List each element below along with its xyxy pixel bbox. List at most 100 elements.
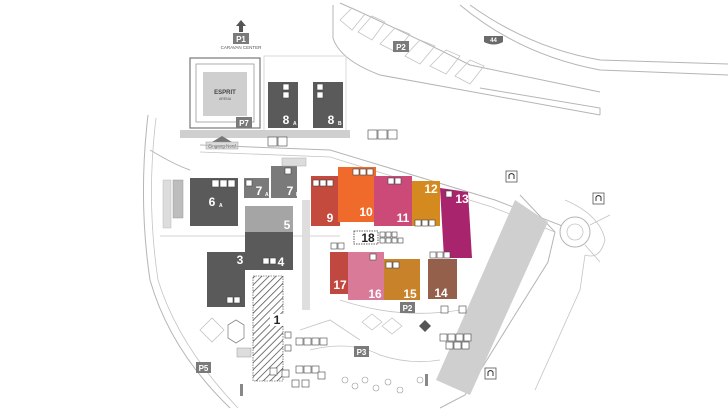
hall-7b-sub: B [296, 192, 300, 198]
bus-icon [319, 337, 328, 346]
wc-icon [330, 242, 338, 250]
info-icon [337, 242, 345, 250]
u-turn-sign [484, 367, 497, 380]
taxi-icon [391, 237, 398, 244]
annex-building [162, 179, 172, 229]
bus-icon [295, 337, 304, 346]
p2-top-label: P2 [396, 43, 406, 52]
restaurant-icon [421, 219, 429, 227]
parking-sign-p2-top[interactable]: P2 [393, 41, 409, 52]
hall-4-label: 4 [278, 255, 285, 269]
wc-icon [211, 179, 220, 188]
wc-icon [414, 219, 422, 227]
parking-sign-p7[interactable] [236, 117, 252, 128]
taxi-icon [303, 337, 312, 346]
hall-1[interactable]: 1 [252, 275, 284, 382]
hall-8b[interactable]: 8 B [313, 82, 343, 128]
annex-building [172, 179, 184, 219]
esprit-arena-name: ESPRIT [214, 90, 236, 96]
hall-1-label: 1 [274, 313, 281, 327]
hall-16[interactable]: 16 [348, 252, 384, 301]
hall-6a-label: 6 [209, 195, 216, 209]
hall-9-label: 9 [327, 211, 334, 225]
hall-12-label: 12 [424, 182, 438, 196]
info-icon [326, 179, 334, 187]
hall-6a[interactable]: 6 A [190, 178, 238, 226]
taxi-icon [455, 333, 464, 342]
hall-5-label: 5 [284, 218, 291, 232]
arrow-up-icon [236, 20, 246, 32]
hall-13[interactable]: 13 [440, 188, 472, 258]
u-turn-sign [592, 192, 605, 205]
wc-icon [277, 136, 288, 147]
p3-label: P3 [357, 348, 367, 357]
pedestrian-icon [240, 384, 243, 396]
hall-5[interactable]: 5 [245, 206, 293, 232]
info-sign [419, 320, 431, 332]
bus-icon [453, 341, 462, 350]
hall-14[interactable]: 14 [428, 251, 457, 300]
south-plaza [299, 313, 441, 363]
hall-9[interactable]: 9 [311, 176, 340, 226]
hall-3-label: 3 [237, 253, 244, 267]
p2-center-label: P2 [403, 304, 413, 313]
hall-7b[interactable]: 7 B [271, 166, 300, 198]
parking-icon [311, 337, 320, 346]
wc-icon [379, 231, 386, 238]
wc-icon [440, 305, 449, 314]
arena-area: ESPRIT ARENA P7 [189, 57, 261, 129]
u-turn-icon [595, 195, 602, 201]
hall-15[interactable]: 15 [384, 259, 420, 301]
hall-11-label: 11 [397, 211, 410, 225]
info-icon [391, 231, 398, 238]
parking-sign-p2-center[interactable]: P2 [400, 302, 415, 313]
restaurant-icon [377, 129, 388, 140]
connector-building [281, 157, 307, 167]
restaurant-icon [385, 231, 392, 238]
info-icon [227, 179, 236, 188]
p5-label: P5 [199, 364, 209, 373]
wc-icon [429, 251, 437, 259]
wc-icon [282, 83, 290, 91]
bus-icon [385, 237, 392, 244]
hall-15-label: 15 [403, 287, 417, 301]
bus-icon [317, 371, 326, 380]
hall-10[interactable]: 10 [338, 167, 376, 222]
hall-12[interactable]: 12 [412, 181, 440, 227]
hall-17[interactable]: 17 [330, 242, 350, 294]
wc-icon [291, 379, 300, 388]
u-turn-icon [487, 370, 494, 376]
restaurant-icon [436, 251, 444, 259]
hall-3[interactable]: 3 [207, 252, 245, 307]
hall-6a-sub: A [219, 203, 223, 209]
hall-18[interactable]: 18 [353, 230, 404, 245]
parking-sign-p1[interactable]: P1 CARAVAN CENTER [221, 20, 263, 50]
restaurant-icon [284, 167, 292, 175]
hall-7a[interactable]: 7 A [244, 178, 269, 198]
wc-icon [387, 177, 395, 185]
hall-8b-sub: B [338, 121, 342, 127]
hall-17-label: 17 [333, 278, 347, 292]
wc-icon [312, 179, 320, 187]
info-icon [387, 129, 398, 140]
tree-cluster [341, 376, 424, 394]
info-icon [316, 91, 324, 99]
info-icon [394, 177, 402, 185]
first-aid-icon [397, 237, 404, 244]
hall-4[interactable]: 4 [245, 232, 293, 270]
hall-8a[interactable]: 8 A [268, 82, 298, 128]
parking-sign-p5[interactable]: P5 [196, 362, 211, 373]
bus-icon [439, 333, 448, 342]
restaurant-icon [284, 344, 292, 352]
restaurant-icon [359, 168, 367, 176]
parking-icon [463, 333, 472, 342]
wc-icon [385, 261, 393, 269]
wc-icon [367, 129, 378, 140]
hall-11[interactable]: 11 [374, 176, 412, 226]
bus-icon [445, 341, 454, 350]
parking-sign-p3[interactable]: P3 [354, 346, 369, 357]
parking-icon [281, 369, 290, 378]
roundabout [559, 214, 611, 263]
info-icon [443, 251, 451, 259]
hall-16-label: 16 [368, 287, 382, 301]
